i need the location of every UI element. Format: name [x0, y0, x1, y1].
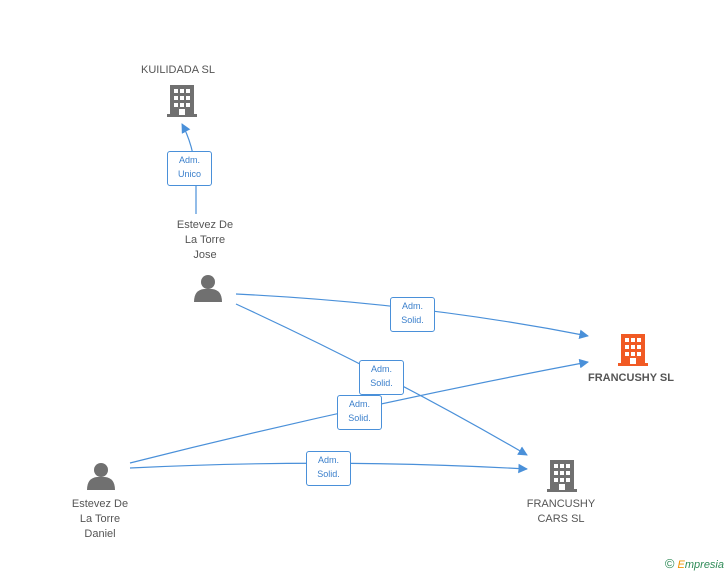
edge-label: Adm. Solid. [306, 451, 351, 486]
edge-label: Adm. Solid. [390, 297, 435, 332]
node-label-kuilidada[interactable]: KUILIDADA SL [141, 64, 215, 76]
node-label-francushy[interactable]: FRANCUSHY SL [588, 372, 674, 384]
person-icon[interactable] [194, 275, 222, 302]
building-icon[interactable] [618, 334, 648, 366]
brand-initial: E [677, 559, 685, 571]
brand-name: mpresia [684, 559, 724, 571]
building-icon[interactable] [547, 460, 577, 492]
node-label-jose[interactable]: Estevez De La Torre Jose [176, 219, 234, 261]
node-label-francushy-cars[interactable]: FRANCUSHY CARS SL [526, 498, 596, 525]
copyright-icon: © [664, 556, 675, 571]
edge-label: Adm. Unico [167, 151, 212, 186]
building-icon[interactable] [167, 85, 197, 117]
edge-label: Adm. Solid. [337, 395, 382, 430]
empresia-watermark: © Empresia [665, 556, 724, 571]
edge-label: Adm. Solid. [359, 360, 404, 395]
person-icon[interactable] [87, 463, 115, 490]
node-label-daniel[interactable]: Estevez De La Torre Daniel [71, 498, 129, 540]
